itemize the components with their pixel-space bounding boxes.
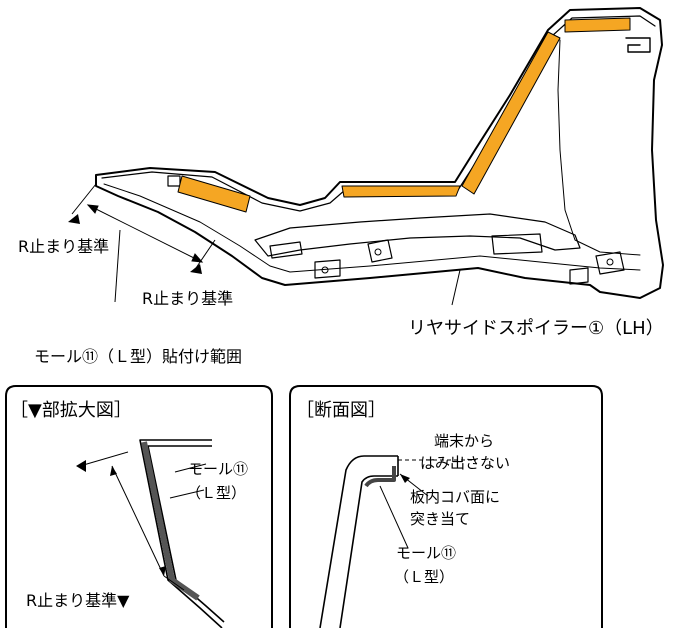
- tape-strip-2: [341, 185, 461, 198]
- spoiler-channel: [254, 213, 581, 257]
- tape-strip-1: [177, 175, 251, 213]
- bracket-hole-1: [321, 266, 329, 274]
- triangle-marker-icon: [68, 214, 80, 224]
- section-outer-profile: [319, 455, 398, 628]
- section-molding: [364, 466, 396, 488]
- section-label-edge-1: 端末から: [434, 432, 494, 450]
- label-spoiler: リヤサイドスポイラー①（LH）: [408, 318, 664, 339]
- r-stop-dimension: [71, 183, 461, 306]
- detail-label-r-stop: R止まり基準▼: [26, 591, 130, 610]
- detail-label-molding-2: （Ｌ型）: [186, 484, 246, 502]
- detail-panel: ［▼部拡大図］ モール⑪ （Ｌ型） R止まり基準▼: [5, 385, 273, 628]
- detail-panel-frame: [5, 385, 273, 628]
- detail-triangle-marker-icon: [76, 460, 86, 472]
- tape-strip-3: [461, 31, 561, 195]
- tape-strips: [177, 17, 631, 213]
- bracket-6: [569, 267, 589, 285]
- section-label-molding-2: （Ｌ型）: [394, 568, 454, 586]
- detail-panel-edge: [139, 439, 223, 628]
- spoiler-inner-line-2: [557, 39, 641, 256]
- top-clip: [625, 37, 651, 53]
- section-inner-profile: [339, 475, 398, 628]
- detail-molding: [141, 441, 200, 601]
- bracket-1: [269, 241, 303, 259]
- bracket-2: [367, 239, 393, 263]
- rear-side-spoiler-drawing: [95, 7, 664, 299]
- section-panel-frame: [289, 385, 603, 628]
- bracket-hole-3: [374, 248, 382, 256]
- triangle-marker-icon-2: [190, 264, 202, 274]
- bracket-4: [314, 259, 341, 279]
- spoiler-inner-line: [103, 183, 641, 273]
- bracket-hole-2: [606, 258, 614, 266]
- section-panel-title: ［断面図］: [296, 400, 386, 421]
- left-clip: [167, 175, 181, 187]
- label-molding-range: モール⑪（Ｌ型）貼付け範囲: [34, 347, 242, 366]
- section-label-edge-2: はみ出さない: [420, 454, 510, 472]
- detail-panel-title: ［▼部拡大図］: [10, 400, 132, 421]
- bracket-3: [491, 233, 543, 255]
- label-r-stop-bottom: R止まり基準: [142, 289, 233, 308]
- detail-label-molding-1: モール⑪: [188, 460, 248, 478]
- section-panel: ［断面図］ 端末から はみ出さない 板内コバ面に 突き当て モール⑪ （Ｌ型）: [289, 385, 603, 628]
- section-label-contact-1: 板内コバ面に: [410, 488, 500, 506]
- section-label-molding-1: モール⑪: [396, 544, 456, 562]
- section-label-contact-2: 突き当て: [410, 510, 470, 528]
- tape-strip-4: [564, 17, 631, 33]
- label-r-stop-top: R止まり基準: [18, 237, 109, 256]
- bracket-5: [595, 251, 625, 275]
- spoiler-outline: [95, 7, 664, 299]
